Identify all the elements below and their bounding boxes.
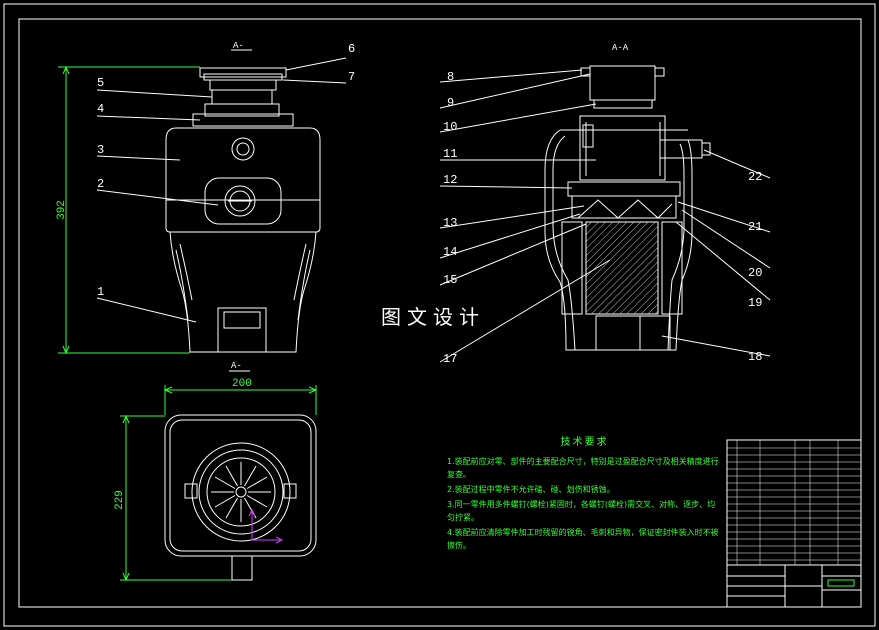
parts-list — [726, 439, 862, 566]
impeller-petal — [244, 465, 257, 487]
callout-8: 8 — [447, 70, 454, 84]
dim-depth: 229 — [114, 490, 126, 510]
impeller-petal — [214, 495, 236, 508]
callout-3: 3 — [97, 143, 104, 157]
front-view — [165, 67, 321, 353]
note-1: 1.装配前应对零、部件的主要配合尺寸，特别是过盈配合尺寸及相关精度进行复查。 — [447, 457, 719, 479]
callout-1: 1 — [97, 285, 104, 299]
callout-18: 18 — [748, 350, 762, 364]
impeller-petal — [214, 476, 236, 489]
watermark: 图文设计 — [381, 305, 485, 329]
note-2: 2.装配过程中零件不允许磕、碰、划伤和锈蚀。 — [447, 485, 615, 494]
dim-width-lines — [120, 385, 318, 582]
top-view — [164, 414, 317, 581]
top-view-axis — [248, 508, 284, 544]
callout-6: 6 — [348, 42, 355, 56]
note-3: 3.同一零件用多件螺钉(螺栓)紧固时，各螺钉(螺栓)需交叉、对称、逐步、均匀拧紧… — [447, 500, 716, 522]
front-leaders — [96, 57, 347, 323]
inner-border — [18, 18, 862, 608]
callout-15: 15 — [443, 273, 457, 287]
callout-2: 2 — [97, 177, 104, 191]
callout-22: 22 — [748, 170, 762, 184]
impeller-petal — [246, 495, 268, 508]
note-4: 4.装配前应清除零件加工时残留的锐角、毛刺和异物，保证密封件装入时不被擦伤。 — [447, 528, 719, 550]
callout-21: 21 — [748, 220, 762, 234]
callout-19: 19 — [748, 296, 762, 310]
top-view-label: A- — [231, 361, 242, 371]
section-view-label: A-A — [612, 43, 629, 53]
callout-10: 10 — [443, 120, 457, 134]
dim-width: 200 — [232, 378, 252, 390]
callout-17: 17 — [443, 352, 457, 366]
callout-9: 9 — [447, 96, 454, 110]
callout-11: 11 — [443, 147, 457, 161]
callout-7: 7 — [348, 70, 355, 84]
impeller-petal — [246, 476, 268, 489]
section-view — [544, 65, 711, 351]
callout-4: 4 — [97, 102, 104, 116]
callout-13: 13 — [443, 216, 457, 230]
title-block — [726, 564, 862, 608]
outer-border — [3, 3, 876, 627]
dim-height-lines — [58, 65, 200, 355]
impeller-petal — [225, 465, 238, 487]
front-view-label: A- — [233, 41, 244, 51]
callout-14: 14 — [443, 245, 457, 259]
callout-12: 12 — [443, 173, 457, 187]
section-leaders — [439, 69, 771, 363]
callout-20: 20 — [748, 266, 762, 280]
technical-requirements: 技术要求 1.装配前应对零、部件的主要配合尺寸，特别是过盈配合尺寸及相关精度进行… — [447, 436, 722, 554]
dim-height: 392 — [56, 200, 68, 220]
impeller-petal — [225, 497, 238, 519]
notes-title: 技术要求 — [560, 437, 609, 448]
callout-5: 5 — [97, 76, 104, 90]
